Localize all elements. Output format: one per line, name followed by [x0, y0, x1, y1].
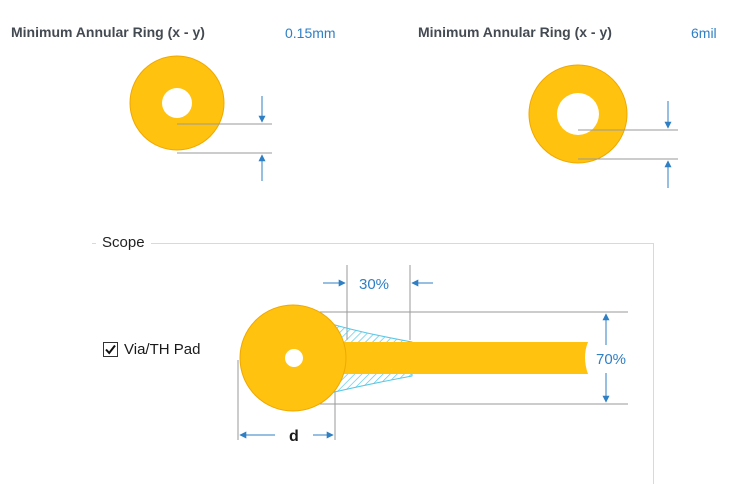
ring-label-mil: Minimum Annular Ring (x - y) [418, 24, 612, 40]
ring-value-mil: 6mil [691, 25, 717, 41]
diagram-canvas: 30% 70% d [129, 55, 678, 445]
teardrop-diagram [237, 265, 628, 440]
ring-dimension-left [177, 96, 272, 181]
pad-diameter-label: d [289, 428, 299, 445]
checkmark-icon [105, 344, 116, 355]
scope-group-box [92, 243, 654, 484]
ring-label-mm: Minimum Annular Ring (x - y) [11, 24, 205, 40]
ring-dimension-right [578, 101, 678, 188]
via-th-pad-label: Via/TH Pad [124, 340, 201, 358]
ring-value-mm: 0.15mm [285, 25, 336, 41]
annular-ring-right [528, 64, 628, 164]
annular-ring-left [129, 55, 225, 151]
neck-length-label: 30% [359, 276, 389, 293]
via-th-pad-checkbox[interactable] [103, 341, 118, 357]
via-th-pad-checkbox-row[interactable]: Via/TH Pad [103, 340, 200, 358]
width-ratio-label: 70% [596, 351, 626, 368]
scope-title: Scope [96, 234, 151, 251]
